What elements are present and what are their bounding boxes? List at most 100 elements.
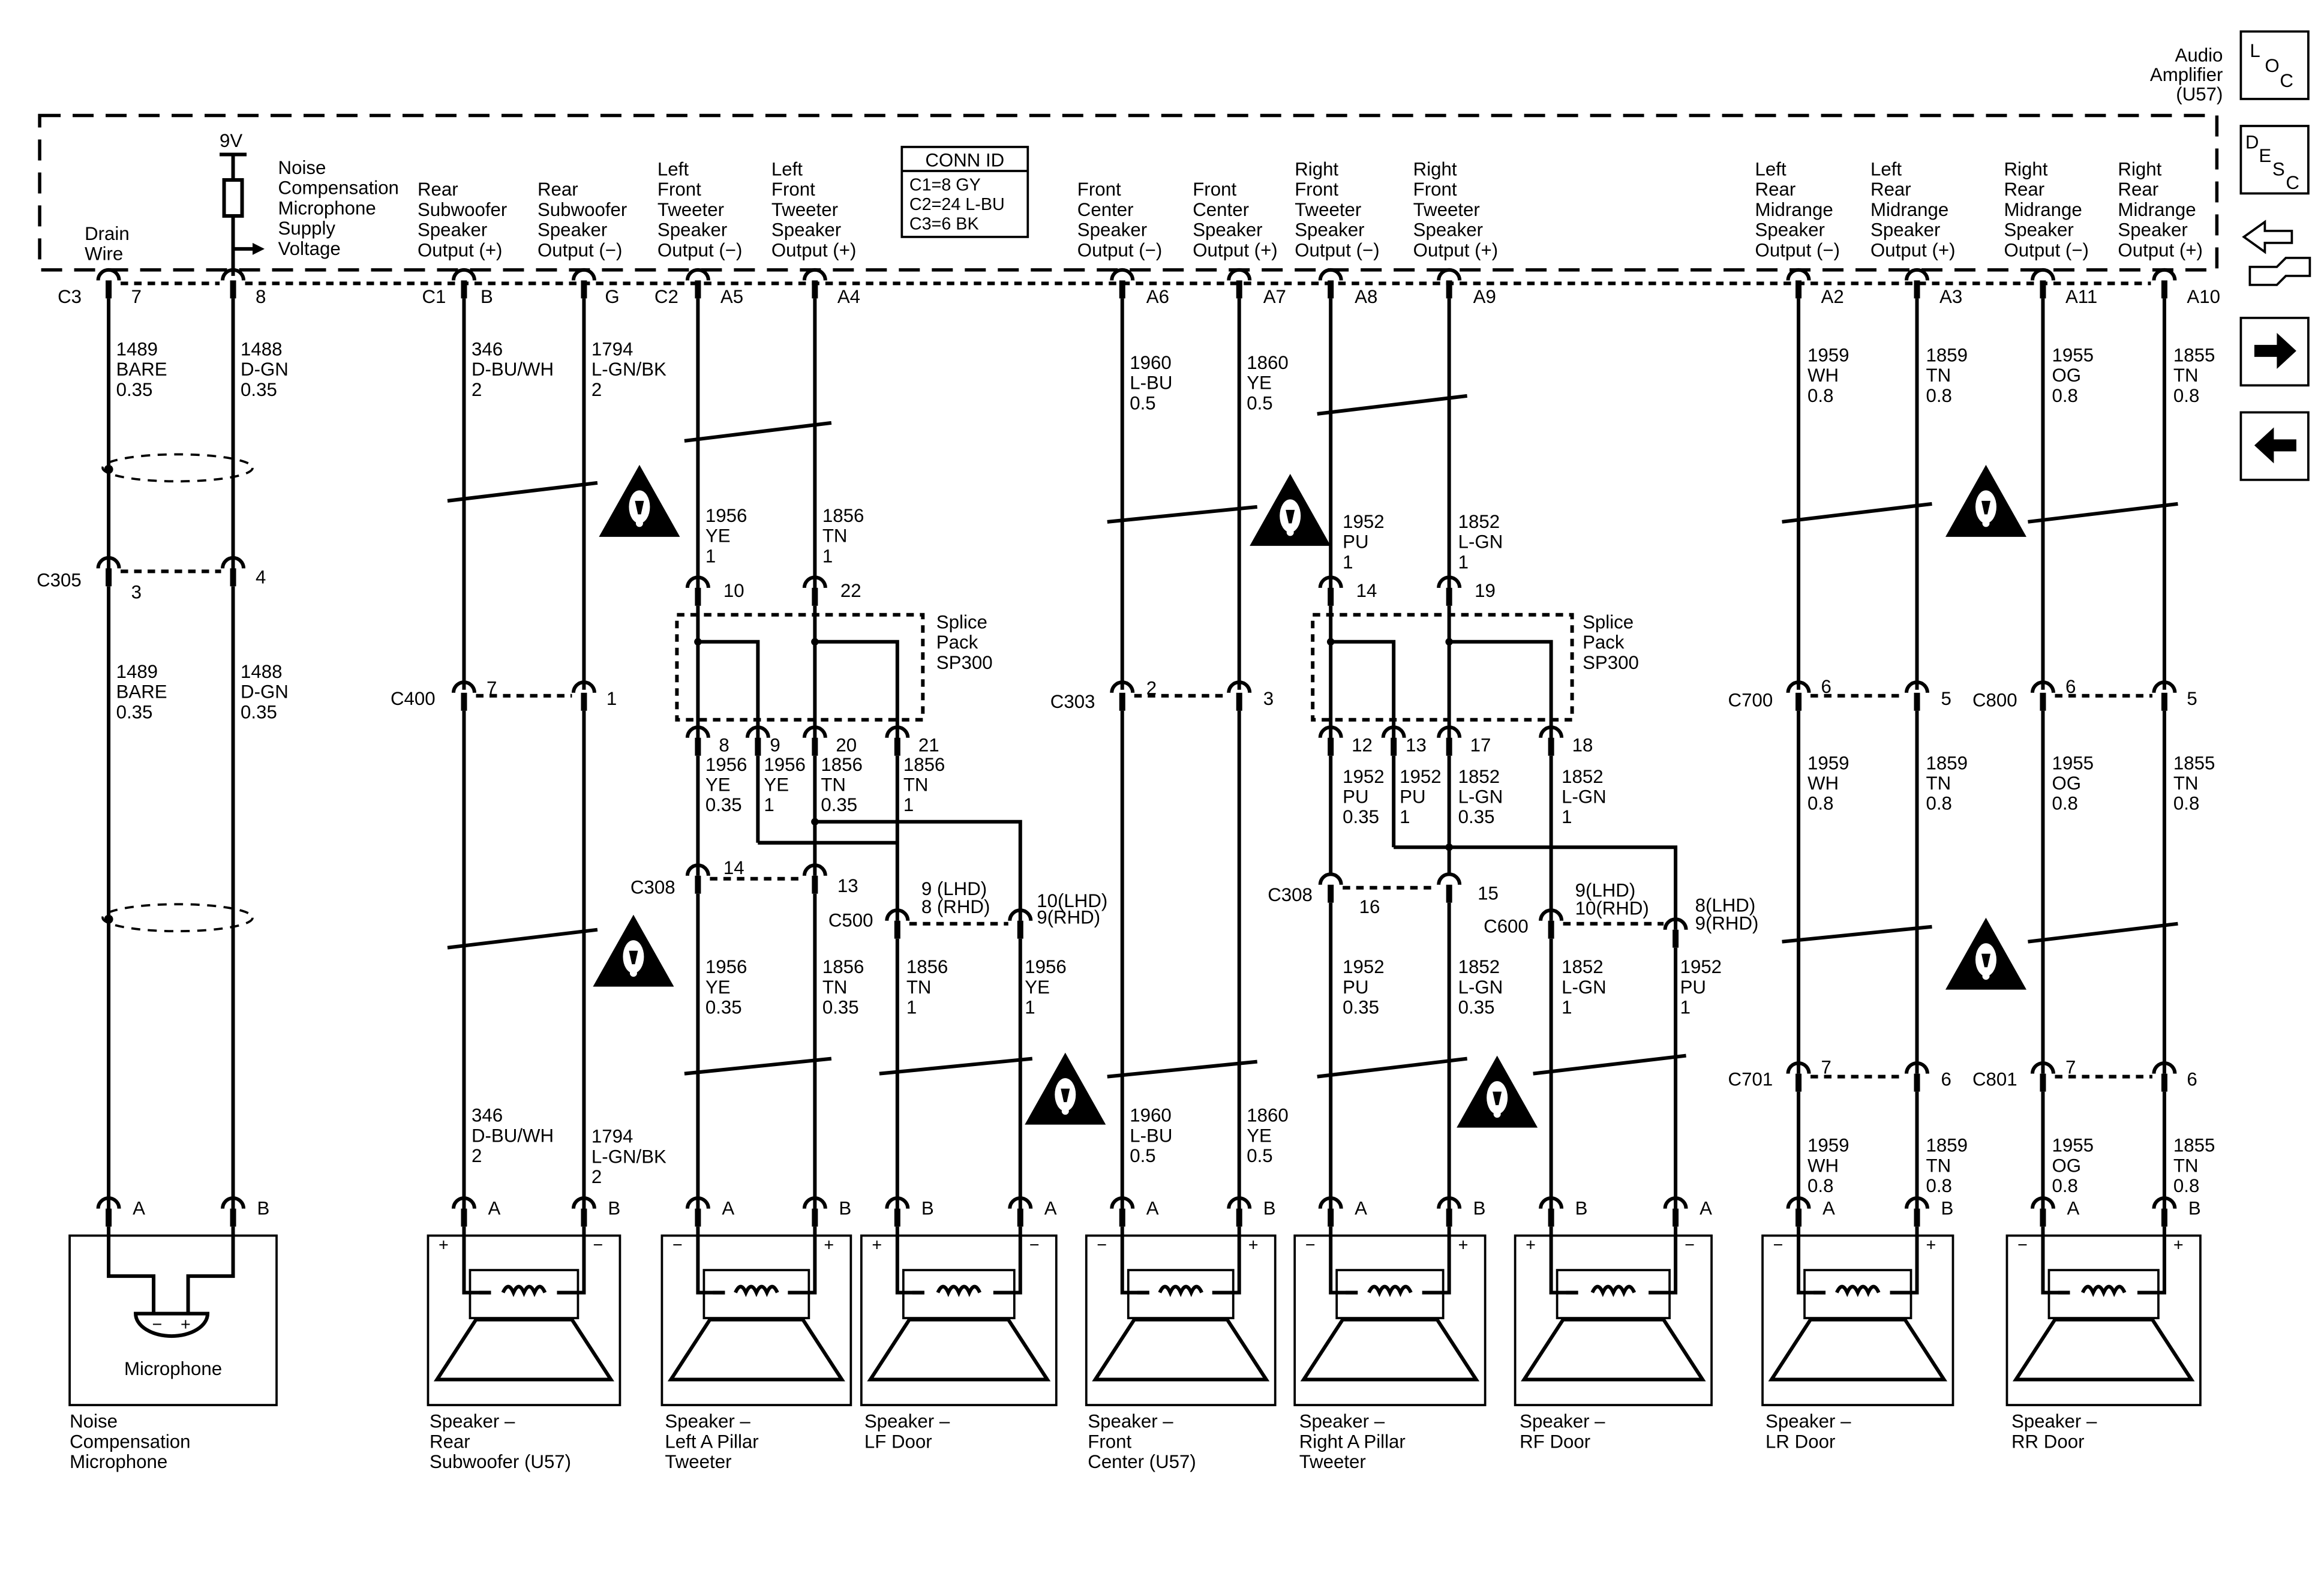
warning-icon-mark <box>1493 1091 1502 1106</box>
pin-label: 21 <box>918 734 939 755</box>
top-label: Speaker <box>1077 220 1147 241</box>
pin-label: B <box>1575 1198 1588 1219</box>
wire-label: 2 <box>591 1166 602 1187</box>
component-pin <box>1328 1208 1334 1227</box>
component-pin <box>695 1208 701 1227</box>
top-pin <box>581 280 587 299</box>
svg-text:D: D <box>2245 131 2259 152</box>
wire-label: 1859 <box>1926 344 1968 365</box>
component-title: Speaker – <box>1520 1411 1605 1432</box>
wire-label: 0.5 <box>1130 392 1155 413</box>
component-title: Speaker – <box>1299 1411 1385 1432</box>
wire-label: YE <box>705 774 731 795</box>
pin-label: 7 <box>2065 1057 2076 1078</box>
warning-icon-mark <box>1981 953 1990 968</box>
wire-label: 1959 <box>1807 1135 1849 1156</box>
desc-button[interactable]: D E S C <box>2239 125 2310 195</box>
pin-label: A5 <box>720 286 743 307</box>
wire-label: 346 <box>472 1105 503 1126</box>
warning-icon-mark <box>1286 529 1294 536</box>
pin-label: 17 <box>1470 734 1491 755</box>
wire-label: 1860 <box>1247 1105 1288 1126</box>
loc-button[interactable]: L O C <box>2239 30 2310 100</box>
pin-label: 6 <box>1941 1069 1951 1090</box>
component-pin <box>1914 1208 1920 1227</box>
wire-label: 0.5 <box>1130 1145 1155 1166</box>
prev-page-button[interactable] <box>2239 411 2310 481</box>
component-pin <box>1236 1208 1242 1227</box>
pin-label: A <box>1700 1198 1712 1219</box>
speaker-box <box>1085 1234 1277 1406</box>
wire-label: 1956 <box>705 956 747 977</box>
pin <box>1795 692 1802 711</box>
warning-icon-mark <box>1061 1088 1070 1103</box>
pin-label: 18 <box>1572 734 1593 755</box>
pin-label: B <box>481 286 493 307</box>
top-label: Midrange <box>1755 199 1833 220</box>
connector-icon[interactable] <box>2242 220 2311 286</box>
top-pin <box>230 280 236 299</box>
wire-label: 1 <box>705 545 716 566</box>
wire-label: 1952 <box>1400 766 1441 787</box>
wire-label: 1856 <box>822 505 864 526</box>
pin-label: 8 <box>719 734 729 755</box>
component-title: Compensation <box>70 1431 190 1452</box>
top-pin <box>812 280 818 299</box>
pin-label: 6 <box>1821 676 1831 697</box>
connector-c701: C701 <box>1728 1069 1773 1090</box>
shield <box>101 903 254 933</box>
wire-label: 1852 <box>1562 956 1603 977</box>
top-pin <box>461 280 467 299</box>
component-title: Subwoofer (U57) <box>430 1451 571 1472</box>
wire-label: 2 <box>472 379 482 400</box>
splice-dot <box>1326 638 1335 646</box>
top-label: Center <box>1193 199 1249 220</box>
top-label: Output (−) <box>657 239 743 260</box>
wire-label: 1855 <box>2173 1135 2215 1156</box>
connector-c303: C303 <box>1050 691 1095 712</box>
wire-label: TN <box>2173 773 2199 794</box>
pin <box>1548 737 1554 756</box>
top-label: Left <box>657 158 689 179</box>
overlay-layer: DrainWireNoiseCompensationMicrophoneSupp… <box>37 157 2220 1472</box>
wire-label: 2 <box>472 1145 482 1166</box>
connector-c600: C600 <box>1484 916 1529 937</box>
wire-label: TN <box>2173 365 2199 386</box>
top-pin <box>1914 280 1920 299</box>
connector-c3: C3 <box>58 286 82 307</box>
wire-label: PU <box>1343 532 1368 553</box>
pin-label: A2 <box>1821 286 1844 307</box>
top-label: Output (−) <box>1077 239 1162 260</box>
next-page-button[interactable] <box>2239 317 2310 387</box>
splice-label: Pack <box>936 632 978 653</box>
pin <box>1673 929 1679 948</box>
top-label: Tweeter <box>771 199 838 220</box>
component-pin <box>2161 1208 2167 1227</box>
wire-label: BARE <box>116 682 167 703</box>
wire-label: TN <box>2173 1155 2199 1176</box>
top-label: Rear <box>2004 179 2044 200</box>
wire-label: YE <box>764 774 789 795</box>
connector-c308: C308 <box>630 877 675 898</box>
wire-label: WH <box>1807 365 1839 386</box>
pin-label: A <box>488 1198 500 1219</box>
connector-c800: C800 <box>1972 689 2017 710</box>
pin <box>1328 884 1334 903</box>
pin-label: B <box>1473 1198 1486 1219</box>
speaker-sign: − <box>1685 1236 1695 1255</box>
pin-label: 7 <box>1821 1057 1831 1078</box>
pin <box>812 587 818 606</box>
pin <box>1017 920 1023 939</box>
top-label: Tweeter <box>1413 199 1480 220</box>
top-label: Rear <box>1755 179 1796 200</box>
component-title: Rear <box>430 1431 470 1452</box>
top-label: Front <box>657 179 701 200</box>
pin-label: 8 <box>256 286 266 307</box>
pin <box>812 875 818 894</box>
component-title: Speaker – <box>1088 1411 1173 1432</box>
speaker-sign: − <box>1305 1236 1316 1255</box>
component-title: RR Door <box>2011 1431 2085 1452</box>
pin <box>230 568 236 587</box>
top-label: Midrange <box>1870 199 1948 220</box>
wire-label: 0.8 <box>2052 793 2077 814</box>
